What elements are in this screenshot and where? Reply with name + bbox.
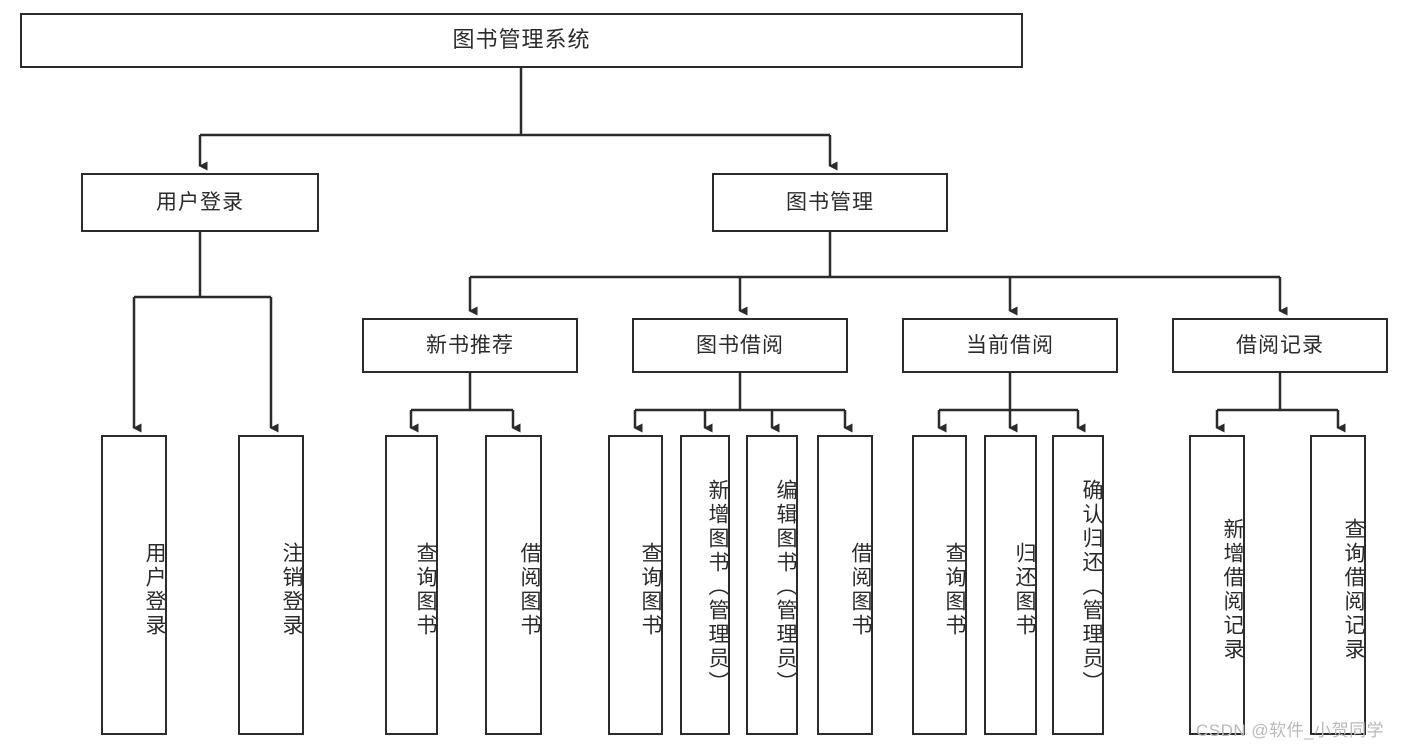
leaf-add-borrow-record[interactable]: 新增借阅记录 — [1189, 435, 1245, 735]
leaf-borrow-books-new[interactable]: 借阅图书 — [485, 435, 542, 735]
leaf-borrow-books[interactable]: 借阅图书 — [817, 435, 873, 735]
node-label: 借阅图书 — [849, 542, 872, 638]
node-label: 用户登录 — [143, 542, 166, 638]
node-label: 归还图书 — [1013, 542, 1036, 638]
leaf-edit-book-admin[interactable]: 编辑图书（管理员） — [746, 435, 798, 735]
leaf-user-login[interactable]: 用户登录 — [101, 435, 167, 735]
leaf-logout[interactable]: 注销登录 — [238, 435, 304, 735]
node-label: 查询图书 — [639, 542, 662, 638]
node-label: 编辑图书（管理员） — [774, 479, 797, 695]
node-label: 注销登录 — [280, 542, 303, 638]
node-label: 借阅记录 — [1236, 333, 1324, 357]
node-borrow-records[interactable]: 借阅记录 — [1172, 318, 1388, 373]
csdn-watermark: CSDN @软件_小贺同学 — [1196, 716, 1384, 741]
leaf-add-book-admin[interactable]: 新增图书（管理员） — [680, 435, 730, 735]
node-label: 图书管理 — [786, 190, 874, 214]
node-label: 查询借阅记录 — [1342, 518, 1365, 662]
leaf-query-borrow-record[interactable]: 查询借阅记录 — [1310, 435, 1366, 735]
node-user-login[interactable]: 用户登录 — [81, 173, 319, 232]
node-current-borrow[interactable]: 当前借阅 — [902, 318, 1118, 373]
node-label: 图书借阅 — [696, 333, 784, 357]
node-label: 用户登录 — [156, 190, 244, 214]
node-label: 查询图书 — [414, 542, 437, 638]
node-root-system[interactable]: 图书管理系统 — [20, 13, 1023, 68]
node-label: 新增借阅记录 — [1221, 518, 1244, 662]
node-label: 查询图书 — [943, 542, 966, 638]
leaf-query-books-new[interactable]: 查询图书 — [385, 435, 438, 735]
node-label: 确认归还（管理员） — [1080, 479, 1103, 695]
leaf-query-books-current[interactable]: 查询图书 — [912, 435, 967, 735]
node-label: 图书管理系统 — [452, 27, 591, 53]
node-label: 新增图书（管理员） — [706, 479, 729, 695]
node-label: 当前借阅 — [966, 333, 1054, 357]
leaf-query-books-borrow[interactable]: 查询图书 — [608, 435, 663, 735]
leaf-return-books[interactable]: 归还图书 — [984, 435, 1037, 735]
node-book-management[interactable]: 图书管理 — [712, 173, 948, 232]
node-book-borrow[interactable]: 图书借阅 — [632, 318, 848, 373]
node-label: 借阅图书 — [518, 542, 541, 638]
leaf-confirm-return-admin[interactable]: 确认归还（管理员） — [1052, 435, 1104, 735]
watermark-text: CSDN @软件_小贺同学 — [1196, 721, 1385, 740]
node-label: 新书推荐 — [426, 333, 514, 357]
node-new-book-recommend[interactable]: 新书推荐 — [362, 318, 578, 373]
